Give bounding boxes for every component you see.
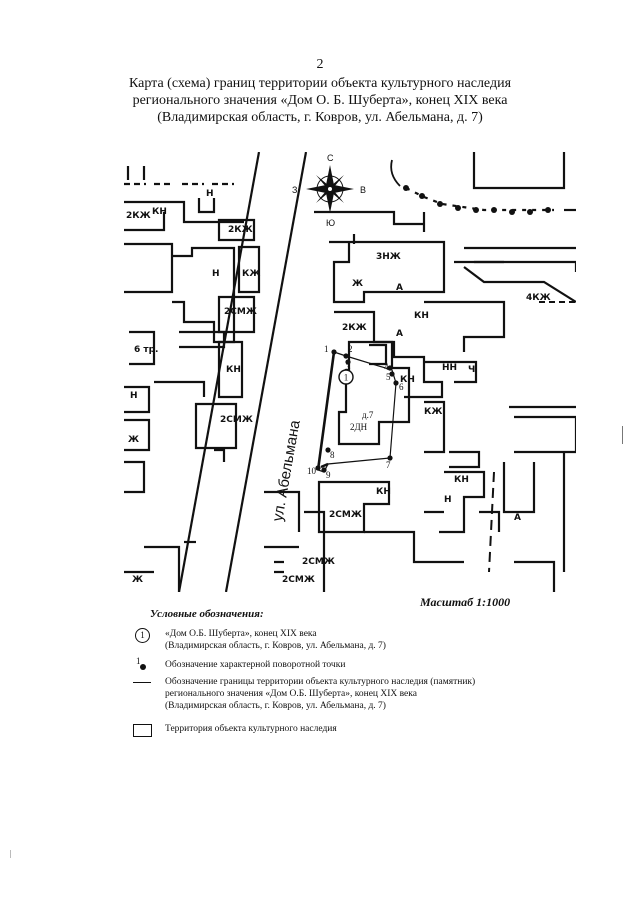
point-label: 6	[399, 382, 404, 392]
legend-text: «Дом О.Б. Шуберта», конец XIX века	[165, 629, 317, 639]
map-scale: Масштаб 1:1000	[420, 595, 511, 609]
building-label: 2СМЖ	[282, 575, 315, 585]
point-label: 5	[386, 372, 391, 382]
building-label: КН	[376, 487, 391, 497]
building-label: 2СМЖ	[329, 510, 362, 520]
object-marker	[338, 369, 354, 385]
building-label: КН	[152, 207, 167, 217]
building-label: Ж	[352, 279, 363, 289]
turning-point-number: 1	[136, 656, 141, 666]
building-label: Н	[130, 391, 138, 401]
building-label: 2СМЖ	[224, 307, 257, 317]
title-line: Карта (схема) границ территории объекта …	[128, 76, 512, 91]
legend-title: Условные обозначения:	[150, 608, 264, 620]
point-label: 8	[330, 450, 335, 460]
boundary-line-icon	[133, 682, 151, 683]
point-label: 1	[324, 344, 329, 354]
cadastral-map: 1 2 3 4 5 6 7 8 9 10 д.7 2ДН 1 С Ю З В у…	[124, 152, 576, 592]
object-marker-number: 1	[344, 373, 349, 383]
page-number: 2	[316, 57, 324, 72]
legend-text: Обозначение границы территории объекта к…	[165, 677, 476, 687]
legend-text: Обозначение характерной поворотной точки	[165, 660, 346, 670]
building-label: КН	[414, 311, 429, 321]
building-label: Н	[444, 495, 452, 505]
compass-rose-icon	[306, 165, 354, 213]
building-label: КН	[454, 475, 469, 485]
building-label: Ч	[468, 365, 475, 375]
compass-south: Ю	[326, 218, 335, 228]
building-label: 2КЖ	[342, 323, 367, 333]
street-edge-east	[224, 152, 308, 592]
scan-mark	[10, 850, 11, 858]
building-label: КЖ	[242, 269, 260, 279]
building-label: 2КЖ	[228, 225, 253, 235]
building-label: 3НЖ	[376, 252, 401, 262]
title-line: регионального значения «Дом О. Б. Шуберт…	[132, 93, 508, 108]
object-circle-icon: 1	[135, 628, 150, 643]
point-label: 4	[384, 362, 389, 372]
building-label: Н	[212, 269, 220, 279]
building-label: КЖ	[424, 407, 442, 417]
building-label: Н	[206, 189, 214, 199]
compass-west: З	[292, 185, 297, 195]
building-label: А	[396, 283, 403, 293]
building-label: 2КЖ	[126, 211, 151, 221]
legend-text: Территория объекта культурного наследия	[165, 724, 337, 734]
compass-east: В	[360, 185, 366, 195]
legend-text: регионального значения «Дом О.Б. Шуберта…	[165, 689, 417, 699]
building-label: 6 тр.	[134, 345, 158, 355]
legend-text: (Владимирская область, г. Ковров, ул. Аб…	[165, 701, 386, 711]
compass-north: С	[327, 153, 334, 163]
building-label: Ж	[132, 575, 143, 585]
building-label: КН	[400, 375, 415, 385]
point-label: 9	[326, 470, 331, 480]
point-label: 7	[386, 460, 391, 470]
territory-box-icon	[133, 724, 152, 737]
building-label: 2СМЖ	[302, 557, 335, 567]
building-label: Ж	[128, 435, 139, 445]
house-number-label: д.7	[362, 410, 374, 420]
turning-point-icon: 1	[133, 656, 147, 671]
building-label: КН	[226, 365, 241, 375]
point-label: 10	[307, 466, 317, 476]
document-title: Карта (схема) границ территории объекта …	[60, 75, 580, 126]
building-label: 2СМЖ	[220, 415, 253, 425]
point-label: 3	[346, 362, 351, 372]
building-label: 4КЖ	[526, 293, 551, 303]
margin-mark	[622, 426, 623, 444]
legend-text: (Владимирская область, г. Ковров, ул. Аб…	[165, 641, 386, 651]
building-label: А	[514, 513, 521, 523]
house-type-label: 2ДН	[350, 422, 368, 432]
building-label: НН	[442, 363, 457, 373]
title-line: (Владимирская область, г. Ковров, ул. Аб…	[157, 110, 483, 125]
building-label: А	[396, 329, 403, 339]
point-label: 2	[348, 344, 353, 354]
